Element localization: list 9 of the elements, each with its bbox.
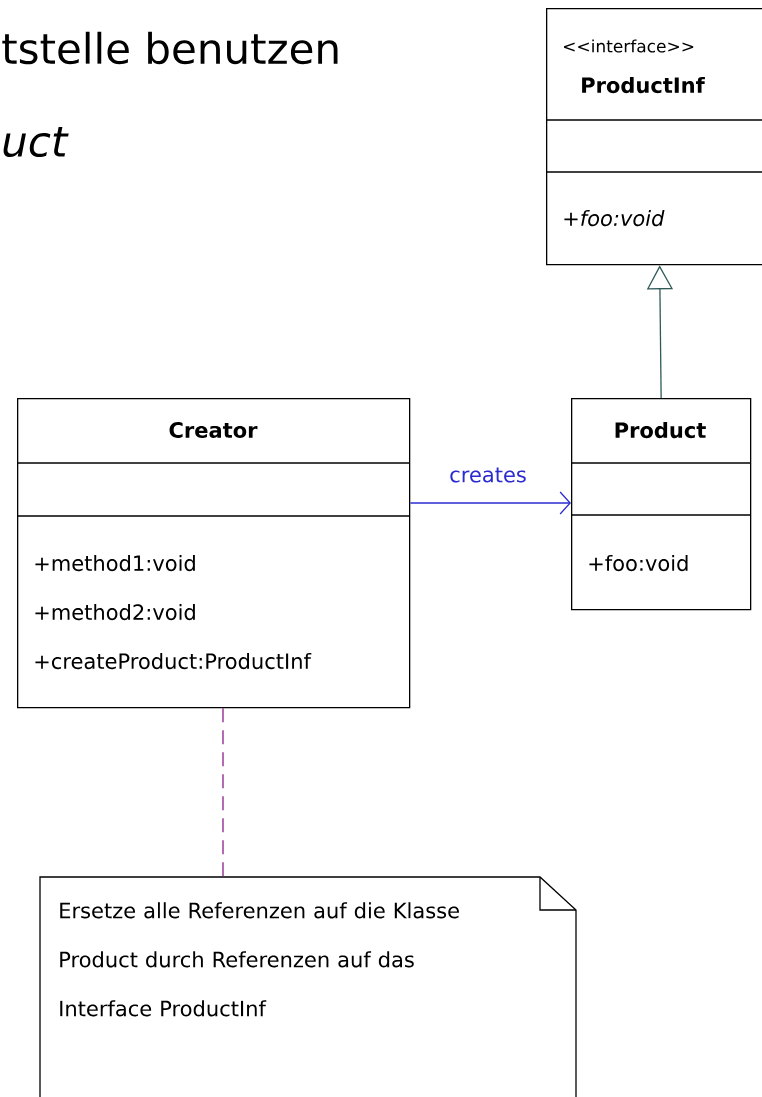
heading-text: tstelle benutzen (2, 31, 338, 65)
heading-text: uct (3, 126, 69, 158)
class-box: Creator +method1:void +method2:void +createProduct:ProductInf (16, 398, 411, 709)
edge-label: creates (448, 466, 528, 484)
note-box: Ersetze alle Referenzen auf die Klasse Product durch Referenzen auf das Interface ProductInf (39, 876, 577, 1097)
class-box: <<interface>> ProductInf +foo:void (545, 8, 762, 266)
dashed-line (222, 707, 224, 878)
arrow (409, 491, 571, 515)
class-box: Product +foo:void (570, 398, 752, 611)
